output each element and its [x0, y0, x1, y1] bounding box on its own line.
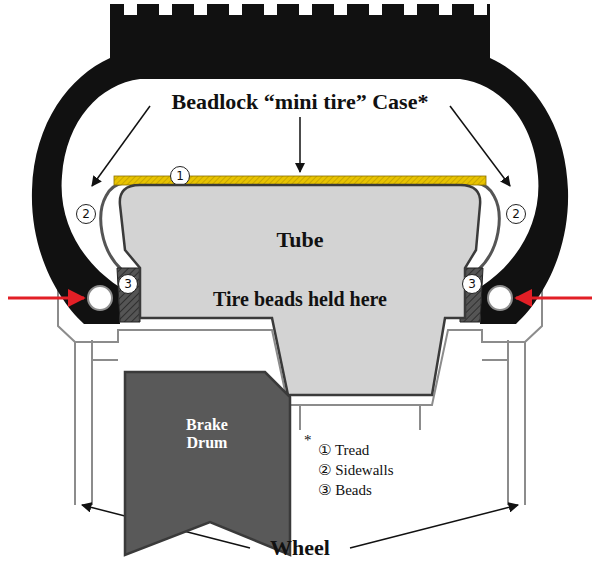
tread-notch	[124, 0, 137, 15]
leader-line	[338, 194, 396, 232]
leader-line	[450, 106, 510, 186]
tread-notch	[334, 0, 347, 15]
tread-notch	[299, 0, 312, 15]
node-text: Tube	[240, 227, 360, 252]
rim-bead-seat	[488, 286, 512, 310]
callout-number: 1	[170, 166, 190, 186]
force-arrow	[8, 297, 84, 300]
part-label: Wheel	[270, 535, 330, 560]
leader-line	[350, 505, 518, 548]
beadlock-case	[101, 183, 499, 270]
beadlock-tread-strip	[114, 176, 486, 185]
brake-drum-path	[125, 372, 290, 555]
key-entry-box: ② Sidewalls	[318, 461, 394, 479]
key-entry: ③ Beads	[318, 482, 372, 498]
force-arrows	[8, 297, 592, 300]
leader-line	[338, 248, 452, 266]
wheel-web	[92, 359, 508, 361]
tread-lugs	[124, 0, 487, 15]
callout-number: 3	[118, 274, 138, 294]
callout-number: 2	[506, 204, 526, 224]
rim-bead-seat	[88, 286, 112, 310]
beadlock-bead	[117, 268, 140, 322]
beadlock-bead	[460, 268, 483, 322]
tread-notch	[474, 0, 487, 15]
callout-number: 2	[76, 204, 96, 224]
leader-line	[299, 117, 301, 172]
tread-notch	[229, 0, 242, 15]
leader-line	[92, 106, 150, 186]
key-entry: ② Sidewalls	[318, 462, 394, 478]
force-arrow	[416, 297, 456, 300]
tread-notch	[159, 0, 172, 15]
key-entry-box: ③ Beads	[318, 481, 372, 499]
wheel-well	[75, 330, 525, 405]
part-label-box: Tire beads held here	[213, 288, 387, 311]
tread-notch	[264, 0, 277, 15]
brake-drum: Brake Drum	[125, 372, 290, 555]
callout-text: 3	[468, 278, 476, 290]
tread-notch	[194, 0, 207, 15]
tire-casing	[32, 4, 568, 324]
wheel-spoke	[300, 405, 420, 430]
tube-shape-path	[120, 185, 480, 395]
part-label-box: Wheel	[270, 535, 330, 561]
tread-notch	[404, 0, 417, 15]
tread-notch	[439, 0, 452, 15]
key-entry: ① Tread	[318, 442, 369, 458]
part-label: Tire beads held here	[213, 288, 387, 310]
leader-line	[82, 505, 250, 548]
node-text: Brake Drum	[172, 416, 242, 453]
key-entry-box: ① Tread	[318, 441, 369, 459]
wheel-face-right	[507, 340, 509, 505]
part-label: Beadlock “mini tire” Case*	[172, 89, 429, 114]
tube-shape: Tube	[118, 183, 482, 397]
footnote-mark: *	[304, 432, 312, 448]
brake-drum-outline	[125, 372, 290, 555]
force-arrow	[516, 297, 592, 300]
callout-text: 2	[82, 208, 90, 220]
callout-text: 2	[512, 208, 520, 220]
tube-shape-outline	[118, 183, 482, 397]
leader-lines	[82, 106, 518, 548]
tread-notch	[369, 0, 382, 15]
footnote-mark-box: *	[304, 432, 312, 449]
leader-line	[150, 248, 262, 266]
force-arrow	[144, 297, 184, 300]
part-label-box: Beadlock “mini tire” Case*	[172, 89, 429, 115]
callout-text: 3	[124, 278, 132, 290]
leader-line	[206, 194, 262, 232]
wheel-face-left	[91, 340, 93, 505]
callout-text: 1	[176, 170, 184, 182]
tire-cavity	[62, 79, 539, 324]
callout-number: 3	[462, 274, 482, 294]
